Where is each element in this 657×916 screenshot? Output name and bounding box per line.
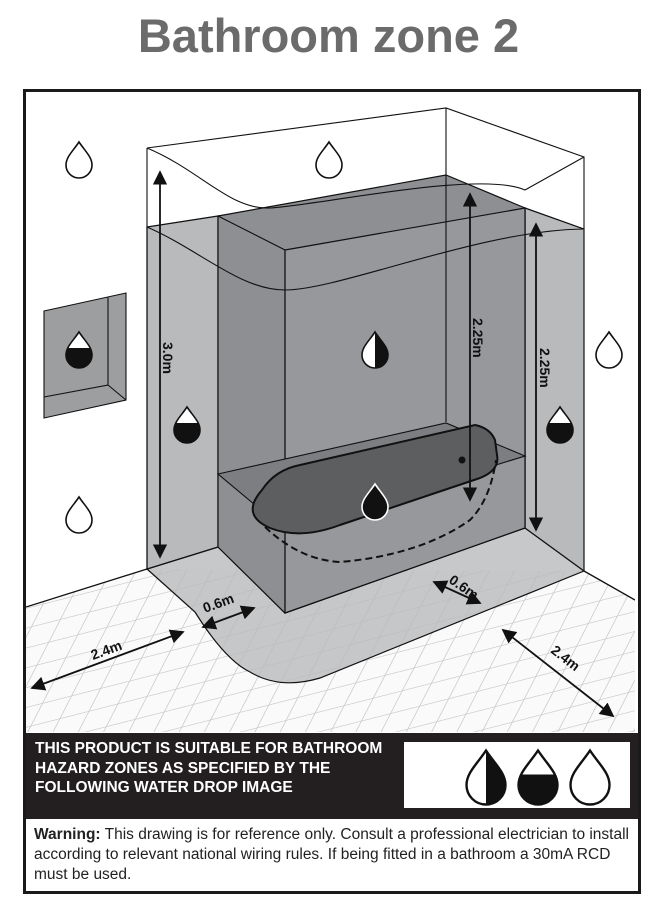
zone2-left-width-arrow	[30, 629, 185, 691]
zone1-back-height-label: 2.25m	[470, 318, 486, 358]
zone2-right-width-arrow	[501, 628, 615, 718]
zone1-left-width-arrow	[201, 605, 256, 630]
diagram-frame	[23, 89, 641, 894]
empty-drop-icon	[65, 496, 93, 534]
empty-drop-icon	[65, 141, 93, 179]
empty-drop-icon	[595, 331, 623, 369]
bottom-filled-drop-icon	[516, 751, 561, 808]
zone2-left-wall	[146, 215, 219, 570]
empty-drop-icon	[569, 749, 611, 806]
page-title: Bathroom zone 2	[137, 9, 520, 62]
drop-legend	[404, 742, 630, 808]
zone2-right-wall	[524, 207, 585, 573]
bathtub	[216, 422, 527, 564]
zone2-height-label: 3.0m	[160, 342, 176, 374]
zone1-side-height-label: 2.25m	[537, 348, 553, 388]
warning-text: Warning: This drawing is for reference o…	[34, 825, 634, 885]
warning-label: Warning:	[34, 826, 101, 843]
suitability-text: THIS PRODUCT IS SUITABLE FOR BATHROOM HA…	[35, 740, 383, 796]
bathroom-zone-diagram: 3.0m 2.25m 2.25m 0.6m 0.6m 2.4m 2.4m	[26, 107, 635, 732]
warning-body: This drawing is for reference only. Cons…	[34, 826, 629, 883]
zone2-outline	[146, 107, 585, 569]
suitability-notice: THIS PRODUCT IS SUITABLE FOR BATHROOM HA…	[26, 733, 638, 819]
zone2-floor	[145, 527, 586, 684]
empty-drop-icon	[315, 141, 343, 179]
half-filled-vertical-drop-icon	[467, 749, 509, 808]
zone1-front-width-arrow	[432, 580, 482, 605]
